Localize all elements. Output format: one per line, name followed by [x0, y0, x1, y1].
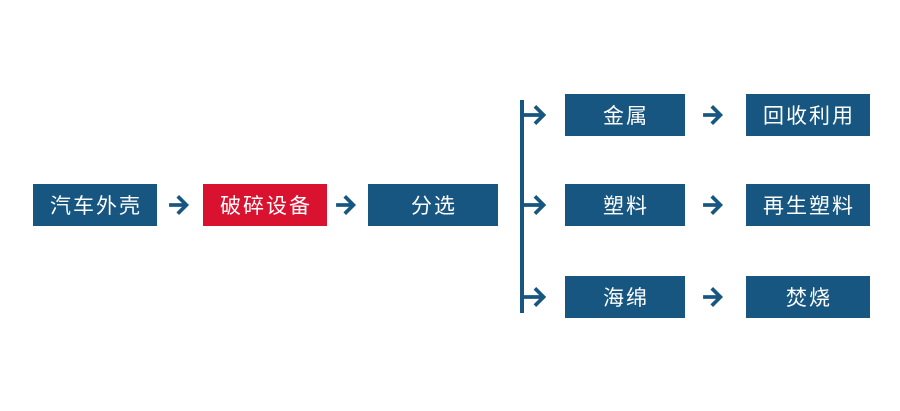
node-recycled-plastic: 再生塑料 [746, 184, 870, 226]
arrow-right-icon [701, 102, 729, 128]
node-label: 焚烧 [786, 287, 832, 310]
arrow-right-icon [334, 192, 362, 218]
node-plastic: 塑料 [565, 184, 685, 226]
node-label: 破碎设备 [220, 195, 312, 218]
arrow-right-icon [519, 192, 553, 218]
node-crushing-equipment: 破碎设备 [203, 184, 327, 226]
node-label: 再生塑料 [763, 195, 855, 218]
node-car-shell: 汽车外壳 [33, 184, 157, 226]
arrow-right-icon [167, 192, 195, 218]
arrow-right-icon [519, 284, 553, 310]
node-recycling: 回收利用 [746, 94, 870, 136]
node-label: 塑料 [603, 195, 649, 218]
arrow-right-icon [701, 192, 729, 218]
node-label: 海绵 [603, 287, 649, 310]
node-sorting: 分选 [368, 184, 498, 226]
node-label: 回收利用 [763, 105, 855, 128]
node-incineration: 焚烧 [746, 276, 870, 318]
arrow-right-icon [701, 284, 729, 310]
node-sponge: 海绵 [565, 276, 685, 318]
node-label: 分选 [411, 195, 457, 218]
node-metal: 金属 [565, 94, 685, 136]
arrow-right-icon [519, 102, 553, 128]
node-label: 金属 [603, 105, 649, 128]
node-label: 汽车外壳 [50, 195, 142, 218]
